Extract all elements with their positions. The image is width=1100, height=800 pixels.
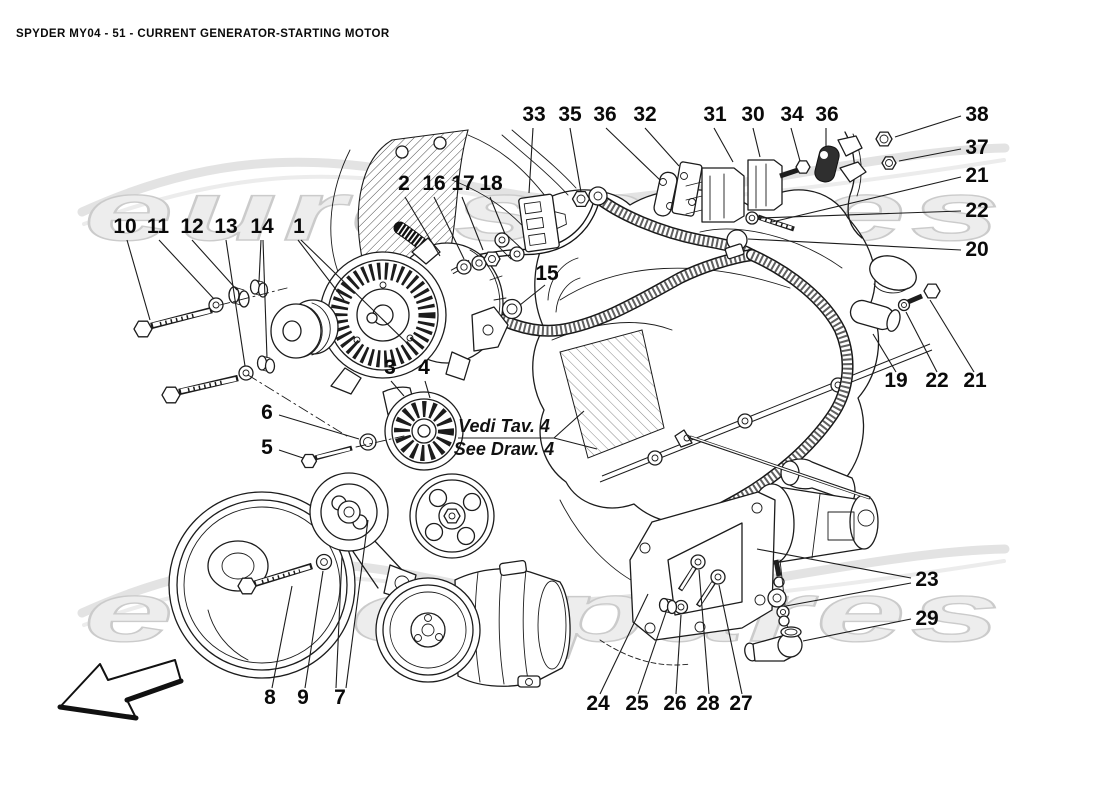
callout-38[interactable]: 38 [965, 103, 989, 126]
starter-bracket-drawing [629, 491, 803, 662]
callout-33[interactable]: 33 [522, 103, 545, 126]
note-line1: Vedi Tav. 4 [458, 416, 550, 436]
callout-22[interactable]: 22 [925, 369, 948, 392]
callout-34[interactable]: 34 [780, 103, 804, 126]
water-pump-pulley-drawing [409, 473, 495, 559]
callout-9[interactable]: 9 [297, 686, 309, 709]
crank-pulley-drawing [168, 491, 356, 679]
callout-24[interactable]: 24 [586, 692, 610, 715]
callout-3[interactable]: 3 [384, 356, 396, 379]
callout-14[interactable]: 14 [250, 215, 274, 238]
callout-12[interactable]: 12 [180, 215, 203, 238]
callout-32[interactable]: 32 [633, 103, 656, 126]
callout-16[interactable]: 16 [422, 172, 445, 195]
direction-arrow-icon [57, 659, 184, 721]
callout-37[interactable]: 37 [965, 136, 988, 159]
alternator-drawing [270, 237, 507, 395]
callout-25[interactable]: 25 [625, 692, 649, 715]
callout-36[interactable]: 36 [815, 103, 838, 126]
callout-31[interactable]: 31 [703, 103, 727, 126]
note-line2: See Draw. 4 [454, 439, 554, 459]
harness-boot-drawing [849, 283, 941, 332]
callout-30[interactable]: 30 [741, 103, 764, 126]
callout-20[interactable]: 20 [965, 238, 988, 261]
leader-lines [126, 115, 975, 695]
mount-bolt-drawing [237, 553, 333, 595]
callout-18[interactable]: 18 [479, 172, 503, 195]
callout-13[interactable]: 13 [214, 215, 237, 238]
ac-compressor-drawing [375, 559, 571, 688]
callout-19[interactable]: 19 [884, 369, 907, 392]
cable-brackets-drawing [653, 131, 897, 232]
callout-11[interactable]: 11 [147, 215, 170, 238]
callout-36[interactable]: 36 [593, 103, 616, 126]
callout-1[interactable]: 1 [293, 215, 305, 238]
fasteners-left-drawing [133, 279, 351, 439]
idler-pulley-drawing [300, 386, 464, 471]
callout-29[interactable]: 29 [915, 607, 938, 630]
terminal-parts-drawing [456, 190, 591, 352]
callout-5[interactable]: 5 [261, 436, 273, 459]
page-title: SPYDER MY04 - 51 - CURRENT GENERATOR-STA… [16, 28, 390, 40]
callout-17[interactable]: 17 [451, 172, 474, 195]
callout-21[interactable]: 21 [965, 164, 989, 187]
callout-15[interactable]: 15 [535, 262, 559, 285]
callout-10[interactable]: 10 [113, 215, 136, 238]
callout-21[interactable]: 21 [963, 369, 987, 392]
callout-6[interactable]: 6 [261, 401, 273, 424]
callout-22[interactable]: 22 [965, 199, 988, 222]
note-vedi-tav: Vedi Tav. 4 See Draw. 4 [454, 410, 598, 459]
callout-35[interactable]: 35 [558, 103, 582, 126]
callout-27[interactable]: 27 [729, 692, 752, 715]
callout-23[interactable]: 23 [915, 568, 938, 591]
callout-7[interactable]: 7 [334, 686, 346, 709]
callout-8[interactable]: 8 [264, 686, 276, 709]
callout-26[interactable]: 26 [663, 692, 686, 715]
callout-28[interactable]: 28 [696, 692, 720, 715]
callout-4[interactable]: 4 [418, 356, 430, 379]
callout-2[interactable]: 2 [398, 172, 410, 195]
